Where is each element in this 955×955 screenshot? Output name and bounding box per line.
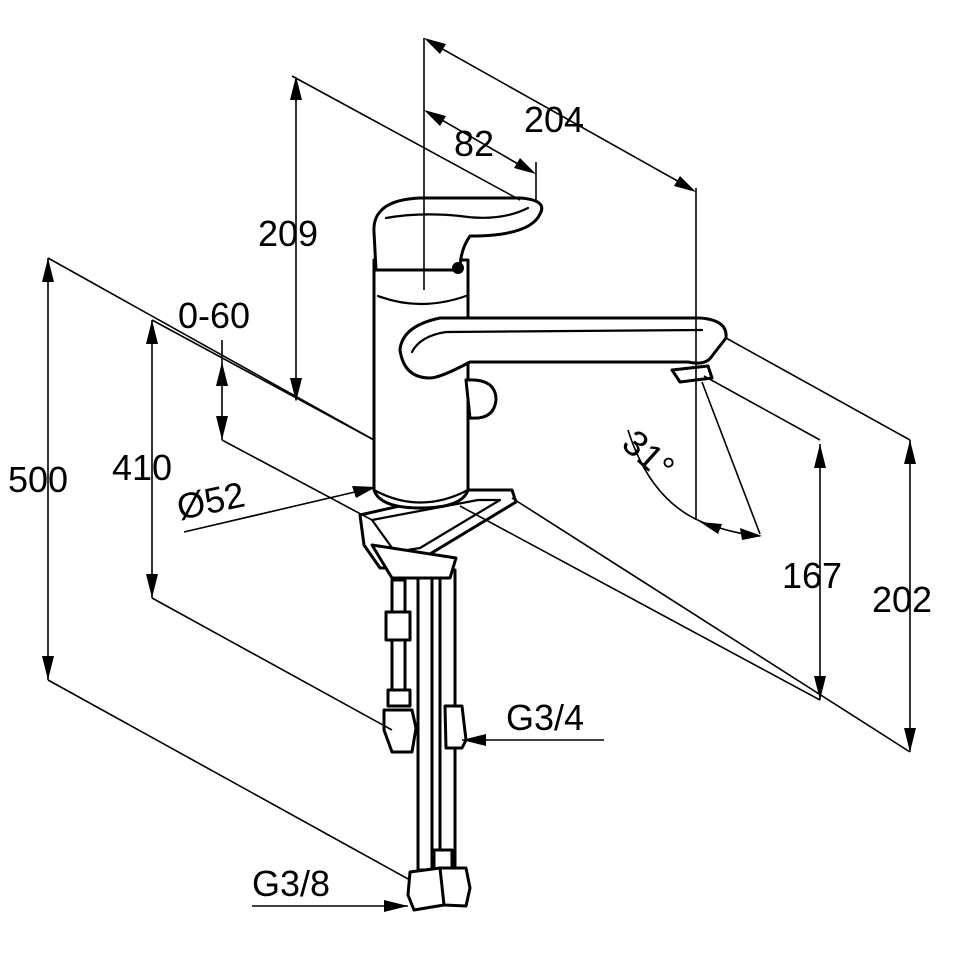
dimension-lines [42,38,916,912]
dim-connection-small: G3/8 [252,863,330,904]
dim-spout-height: 167 [782,555,842,596]
dim-spout-height-top: 202 [872,579,932,620]
dim-width-total: 204 [524,99,584,140]
faucet-illustration [358,196,728,912]
dim-height-hose: 410 [112,447,172,488]
dim-connection-large: G3/4 [506,697,584,738]
dim-height-total: 500 [8,459,68,500]
dim-height-body: 209 [258,213,318,254]
faucet-body [372,258,470,510]
dim-lever-angle: 0-60 [178,295,250,336]
supply-hoses [382,568,472,912]
spout [398,316,728,380]
lever-handle [372,196,544,272]
dim-lever-reach: 82 [454,123,494,164]
dim-swivel-angle: 31° [615,421,683,488]
